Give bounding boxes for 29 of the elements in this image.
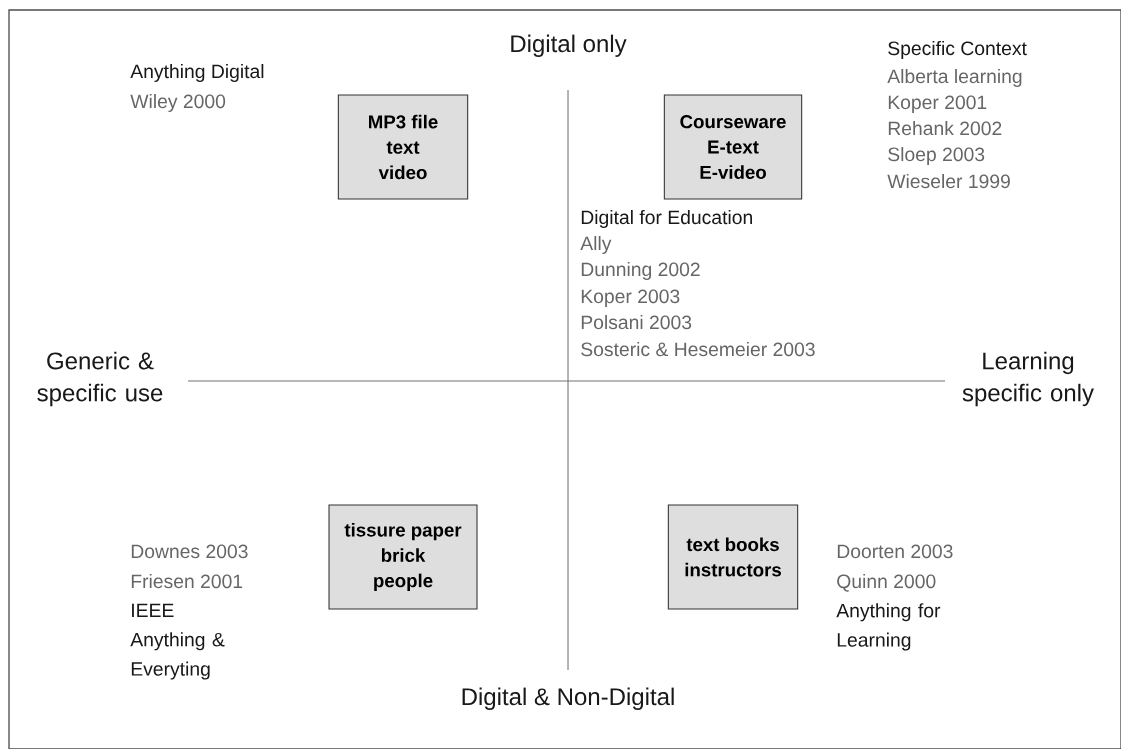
reference-text: Koper 2003	[581, 289, 680, 307]
group-heading: Anything & Everyting	[130, 632, 225, 680]
reference-text: Wieseler 1999	[887, 174, 1010, 189]
axis-label: Generic & specific use	[37, 351, 163, 407]
group-heading: Digital for Education	[581, 210, 752, 228]
reference-text: Koper 2001	[888, 95, 987, 113]
reference-text: Sosteric & Hesemeier 2003	[581, 342, 815, 357]
reference-text: Dunning 2002	[581, 262, 700, 280]
item-box: Courseware E-text E-video	[663, 94, 803, 200]
item-box: MP3 file text video	[337, 94, 469, 200]
reference-text: Quinn 2000	[837, 574, 936, 592]
reference-text: Ally	[580, 236, 612, 254]
group-heading: Anything for Learning	[836, 603, 941, 651]
reference-text: Alberta learning	[887, 69, 1022, 87]
reference-text: Wiley 2000	[130, 94, 226, 112]
item-box: tissure paper brick people	[328, 504, 478, 610]
reference-text: Downes 2003	[131, 544, 248, 559]
group-heading: Specific Context	[888, 41, 1027, 59]
reference-text: Friesen 2001	[131, 574, 243, 589]
axis-label: Digital & Non-Digital	[462, 687, 674, 710]
group-heading: Anything Digital	[130, 64, 264, 82]
reference-text: Polsani 2003	[581, 315, 692, 330]
group-heading: IEEE	[132, 603, 174, 617]
axis-label: Learning specific only	[962, 351, 1094, 407]
reference-text: Rehank 2002	[888, 121, 1002, 136]
reference-text: Sloep 2003	[888, 147, 985, 165]
reference-text: Doorten 2003	[837, 544, 953, 559]
axis-label: Digital only	[511, 34, 627, 57]
item-box: text books instructors	[667, 504, 799, 610]
